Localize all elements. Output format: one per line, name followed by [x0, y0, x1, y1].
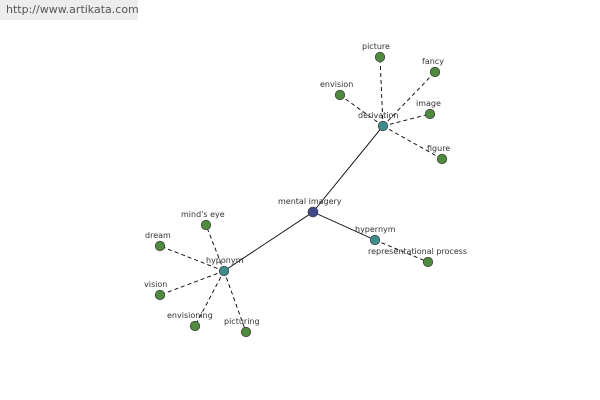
word-label-dream[interactable]: dream: [145, 231, 171, 240]
center-node[interactable]: [307, 206, 319, 218]
word-node-image[interactable]: [424, 108, 436, 120]
word-node-mind-s-eye[interactable]: [200, 219, 212, 231]
word-node-envisioning[interactable]: [189, 320, 201, 332]
word-label-mind-s-eye[interactable]: mind's eye: [181, 210, 225, 219]
edge-hyponym-dream: [159, 245, 225, 272]
word-label-figure[interactable]: figure: [427, 144, 450, 153]
edge-derivation-picture: [379, 56, 384, 127]
center-label[interactable]: mental imagery: [278, 197, 342, 206]
edges-layer: [159, 56, 443, 333]
word-node-representational-process[interactable]: [422, 256, 434, 268]
word-label-picturing[interactable]: picturing: [224, 317, 260, 326]
edge-hyponym: [223, 211, 314, 272]
edge-hypernym-representational-process: [374, 239, 429, 263]
site-url-link[interactable]: http://www.artikata.com: [0, 0, 139, 20]
edge-hyponym-vision: [159, 270, 225, 296]
word-label-fancy[interactable]: fancy: [422, 57, 444, 66]
word-label-vision[interactable]: vision: [144, 280, 167, 289]
relation-node-hyponym[interactable]: [218, 265, 230, 277]
edge-hyponym-envisioning: [194, 270, 225, 327]
edge-derivation-figure: [382, 125, 443, 160]
word-label-representational-process[interactable]: representational process: [368, 247, 467, 256]
edge-hypernym: [312, 211, 376, 241]
edge-derivation-fancy: [382, 71, 436, 127]
labels-layer: picture fancy envision image figure derivatio…: [144, 42, 467, 326]
word-node-figure[interactable]: [436, 153, 448, 165]
relation-node-derivation[interactable]: [377, 120, 389, 132]
edge-derivation-envision: [339, 94, 384, 127]
word-node-envision[interactable]: [334, 89, 346, 101]
edge-derivation-image: [382, 113, 431, 127]
word-node-vision[interactable]: [154, 289, 166, 301]
relation-label-derivation[interactable]: derivation: [358, 111, 398, 120]
word-label-picture[interactable]: picture: [362, 42, 390, 51]
relation-label-hyponym[interactable]: hyponym: [206, 256, 244, 265]
word-node-picture[interactable]: [374, 51, 386, 63]
edge-derivation: [312, 125, 384, 213]
word-label-envision[interactable]: envision: [320, 80, 353, 89]
word-node-dream[interactable]: [154, 240, 166, 252]
edge-hyponym-picturing: [223, 270, 247, 333]
word-label-image[interactable]: image: [416, 99, 441, 108]
edge-hyponym-mind-s-eye: [205, 224, 225, 272]
nodes-layer: [154, 51, 448, 338]
word-node-picturing[interactable]: [240, 326, 252, 338]
word-node-fancy[interactable]: [429, 66, 441, 78]
relation-node-hypernym[interactable]: [369, 234, 381, 246]
relation-label-hypernym[interactable]: hypernym: [355, 225, 396, 234]
word-label-envisioning[interactable]: envisioning: [167, 311, 213, 320]
